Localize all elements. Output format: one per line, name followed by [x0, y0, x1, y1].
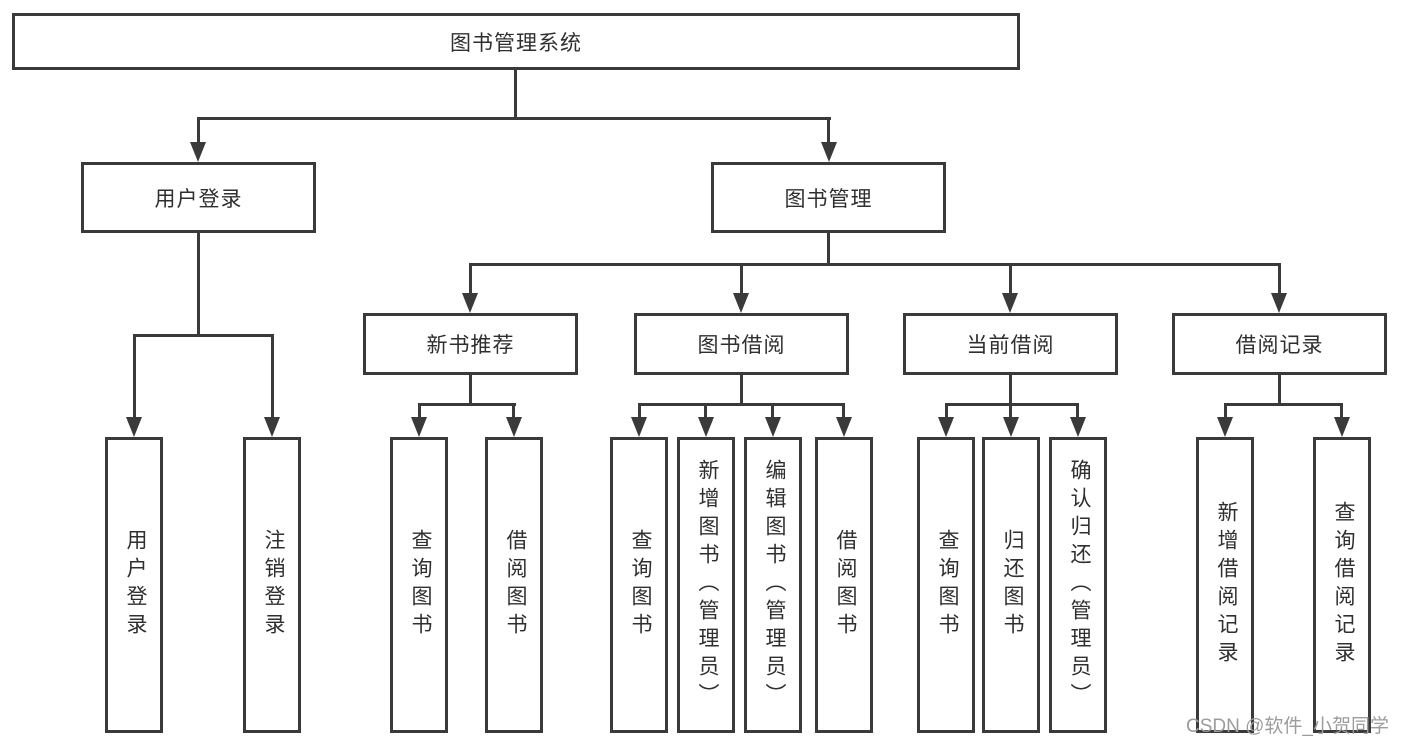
connector-branch-query2 — [638, 403, 641, 419]
node-root-book-management-system: 图书管理系统 — [12, 13, 1020, 70]
connector-root-stem — [514, 70, 517, 118]
arrowhead-down-icon — [462, 293, 478, 313]
arrowhead-down-icon — [698, 417, 714, 437]
connector-root-hline — [197, 117, 831, 120]
connector-bookmgmt-hline — [469, 263, 1281, 266]
connector-branch-query-record — [1340, 403, 1343, 419]
leaf-add-books-admin: 新增图书（管理员） — [677, 437, 735, 733]
arrowhead-down-icon — [126, 417, 142, 437]
connector-branch-borrow2 — [842, 403, 845, 419]
connector-branch-new-books — [469, 263, 472, 295]
node-new-book-recommend: 新书推荐 — [363, 313, 578, 375]
arrowhead-down-icon — [1334, 417, 1350, 437]
arrowhead-down-icon — [1217, 417, 1233, 437]
connector-newbook-hline — [418, 403, 516, 406]
leaf-borrow-books: 借阅图书 — [815, 437, 873, 733]
leaf-add-borrow-record: 新增借阅记录 — [1196, 437, 1254, 733]
arrowhead-down-icon — [836, 417, 852, 437]
leaf-query-borrow-record: 查询借阅记录 — [1313, 437, 1371, 733]
leaf-query-books-borrowing: 查询图书 — [610, 437, 668, 733]
node-borrowing-records: 借阅记录 — [1172, 313, 1387, 375]
connector-branch-add-record — [1224, 403, 1227, 419]
connector-current-stem — [1009, 375, 1012, 406]
node-user-login: 用户登录 — [81, 162, 316, 233]
leaf-logout: 注销登录 — [243, 437, 301, 733]
arrowhead-down-icon — [631, 417, 647, 437]
arrowhead-down-icon — [733, 293, 749, 313]
watermark: CSDN @软件_小贺同学 — [1186, 716, 1389, 737]
leaf-query-books-current: 查询图书 — [917, 437, 975, 733]
connector-branch-logout — [271, 334, 274, 419]
arrowhead-down-icon — [821, 142, 837, 162]
connector-branch-book-borrow — [740, 263, 743, 295]
connector-branch-user-login — [197, 117, 200, 144]
connector-branch-query1 — [418, 403, 421, 419]
arrowhead-down-icon — [411, 417, 427, 437]
connector-borrowing-hline — [638, 403, 845, 406]
connector-branch-add-book — [704, 403, 707, 419]
arrowhead-down-icon — [264, 417, 280, 437]
connector-branch-query3 — [945, 403, 948, 419]
node-current-borrowing: 当前借阅 — [903, 313, 1118, 375]
connector-bookmgmt-stem — [827, 233, 830, 266]
connector-branch-confirm-return — [1076, 403, 1079, 419]
leaf-confirm-return-admin: 确认归还（管理员） — [1049, 437, 1107, 733]
connector-branch-book-mgmt — [827, 117, 830, 144]
arrowhead-down-icon — [938, 417, 954, 437]
connector-current-hline — [945, 403, 1079, 406]
arrowhead-down-icon — [765, 417, 781, 437]
arrowhead-down-icon — [190, 142, 206, 162]
connector-branch-login — [133, 334, 136, 419]
leaf-return-books: 归还图书 — [982, 437, 1040, 733]
node-book-borrowing: 图书借阅 — [634, 313, 849, 375]
arrowhead-down-icon — [506, 417, 522, 437]
leaf-user-login: 用户登录 — [105, 437, 163, 733]
node-book-management: 图书管理 — [711, 162, 946, 233]
leaf-query-books-recommend: 查询图书 — [390, 437, 448, 733]
connector-branch-return-book — [1009, 403, 1012, 419]
connector-records-hline — [1224, 403, 1343, 406]
connector-userlogin-hline — [133, 334, 274, 337]
leaf-edit-books-admin: 编辑图书（管理员） — [744, 437, 802, 733]
arrowhead-down-icon — [1002, 293, 1018, 313]
arrowhead-down-icon — [1271, 293, 1287, 313]
connector-branch-borrow1 — [512, 403, 515, 419]
arrowhead-down-icon — [1003, 417, 1019, 437]
leaf-borrow-books-recommend: 借阅图书 — [485, 437, 543, 733]
arrowhead-down-icon — [1070, 417, 1086, 437]
connector-branch-edit-book — [771, 403, 774, 419]
connector-branch-current-borrow — [1009, 263, 1012, 295]
connector-records-stem — [1278, 375, 1281, 406]
connector-newbook-stem — [469, 375, 472, 406]
connector-branch-borrow-records — [1278, 263, 1281, 295]
connector-borrowing-stem — [740, 375, 743, 406]
connector-userlogin-stem — [197, 233, 200, 335]
